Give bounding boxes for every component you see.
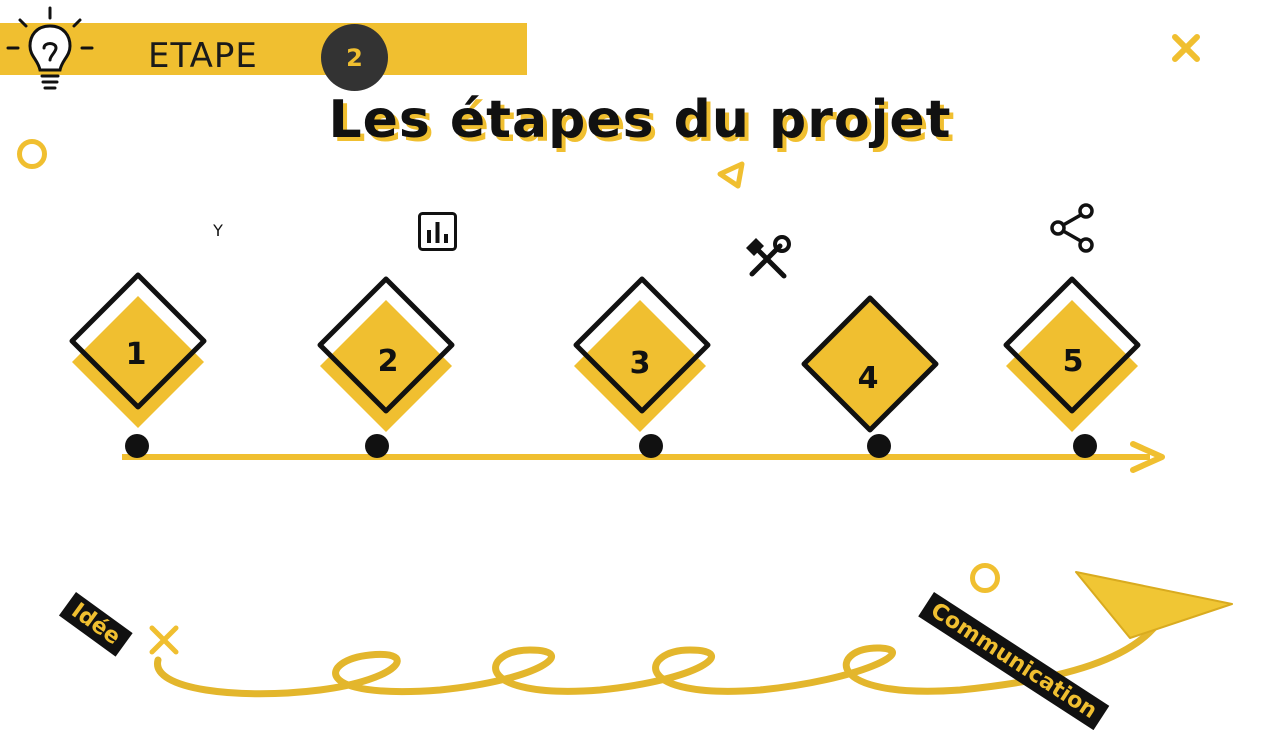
timeline-arrow-icon <box>1130 441 1165 473</box>
timeline-step-4: 4 <box>801 295 939 458</box>
step-badge: 2 <box>321 24 388 91</box>
bar-chart-icon <box>418 212 457 251</box>
timeline-dot <box>1073 434 1097 458</box>
arrow-head-icon <box>1075 571 1233 639</box>
ring-decoration <box>17 139 47 169</box>
timeline-dot <box>639 434 663 458</box>
timeline-step-3: 3 <box>573 276 711 458</box>
triangle-decoration <box>717 161 745 189</box>
step-diamond-outline <box>1003 276 1141 414</box>
timeline-dot <box>365 434 389 458</box>
step-number: 5 <box>1063 344 1084 379</box>
letter-y-icon: Y <box>212 221 223 240</box>
timeline-step-2: 2 <box>317 276 455 458</box>
page-title: Les étapes du projet <box>328 90 952 150</box>
close-icon <box>1172 34 1200 62</box>
step-number: 1 <box>126 337 147 372</box>
step-diamond-outline <box>573 276 711 414</box>
tools-icon <box>746 235 791 279</box>
step-diamond-fill <box>1006 300 1138 432</box>
timeline-step-5: 5 <box>1003 276 1141 458</box>
timeline-dot <box>867 434 891 458</box>
timeline-dot <box>125 434 149 458</box>
share-icon <box>1050 203 1094 253</box>
step-diamond-fill <box>72 296 204 428</box>
cross-decoration <box>149 625 179 655</box>
step-number: 2 <box>378 344 399 379</box>
lightbulb-icon <box>6 6 94 90</box>
ring-decoration <box>970 563 1000 593</box>
timeline-step-1: 1 <box>69 272 207 458</box>
step-badge-number: 2 <box>346 43 363 72</box>
header-label: ETAPE <box>148 36 258 76</box>
step-diamond-outline <box>801 295 939 433</box>
step-number: 3 <box>630 346 651 381</box>
step-diamond-outline <box>317 276 455 414</box>
step-number: 4 <box>858 361 879 396</box>
curly-path <box>154 608 1169 698</box>
step-diamond-fill <box>320 300 452 432</box>
step-diamond-fill <box>574 300 706 432</box>
step-diamond-outline <box>69 272 207 410</box>
